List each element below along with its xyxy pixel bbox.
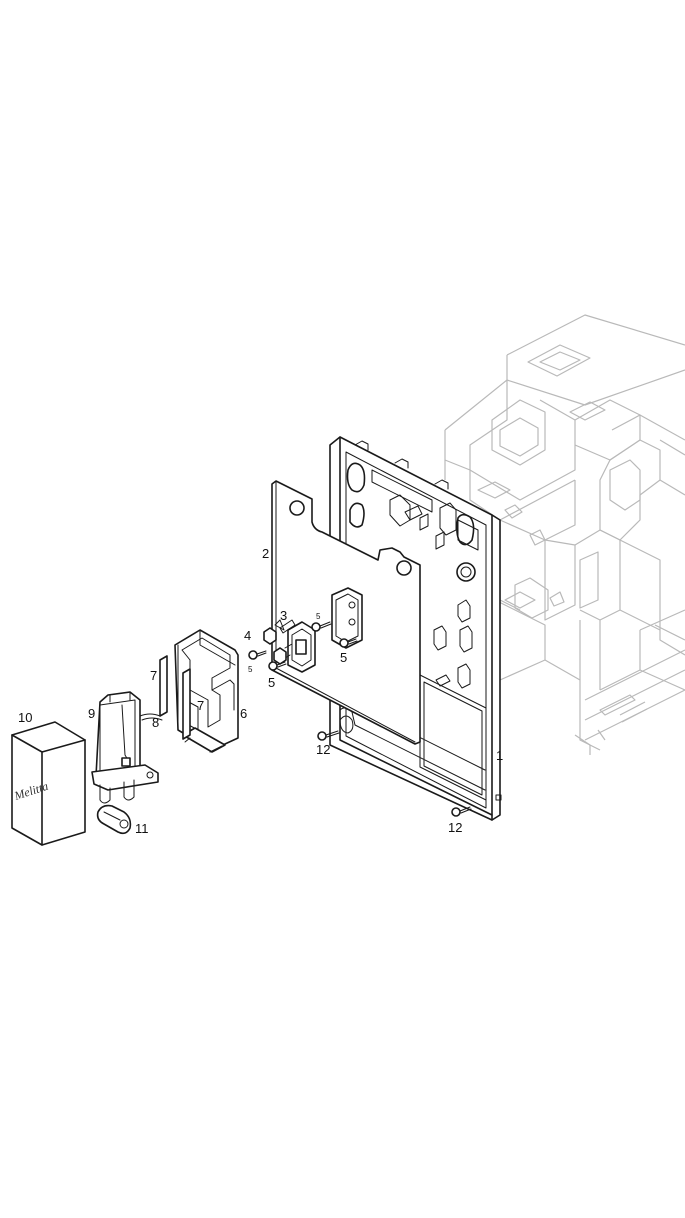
part-10-cover-box: Melitta (11, 721, 86, 846)
part-12-screws (317, 730, 472, 817)
part-11-hose-clip (96, 804, 132, 835)
part-7-insulation-strips (159, 655, 191, 740)
part-8-wire (139, 713, 163, 721)
part-3-switch-bracket (274, 587, 363, 673)
callout-9: 9 (88, 706, 95, 721)
callout-11: 11 (135, 821, 149, 836)
callout-6: 6 (240, 706, 247, 721)
callout-2: 2 (262, 546, 269, 561)
callout-7-right: 7 (197, 698, 204, 713)
callout-10: 10 (18, 710, 32, 725)
callout-8: 8 (152, 715, 159, 730)
callout-3: 3 (280, 608, 287, 623)
part-9-heater-block (91, 691, 159, 804)
callout-4: 4 (244, 628, 251, 643)
callout-5-small-left: 5 (248, 665, 253, 674)
callout-5-lower: 5 (268, 675, 275, 690)
callout-5-right: 5 (340, 650, 347, 665)
callout-1: 1 (496, 748, 503, 763)
callout-5-small-top: 5 (316, 612, 321, 621)
callout-12-left: 12 (316, 742, 330, 757)
part-4-5-screws (248, 621, 358, 671)
callout-labels: 1 2 3 4 5 5 5 5 6 7 7 8 9 10 11 12 12 (18, 546, 503, 836)
machine-housing-ghost (444, 314, 685, 755)
callout-7-left: 7 (150, 668, 157, 683)
callout-12-right: 12 (448, 820, 462, 835)
